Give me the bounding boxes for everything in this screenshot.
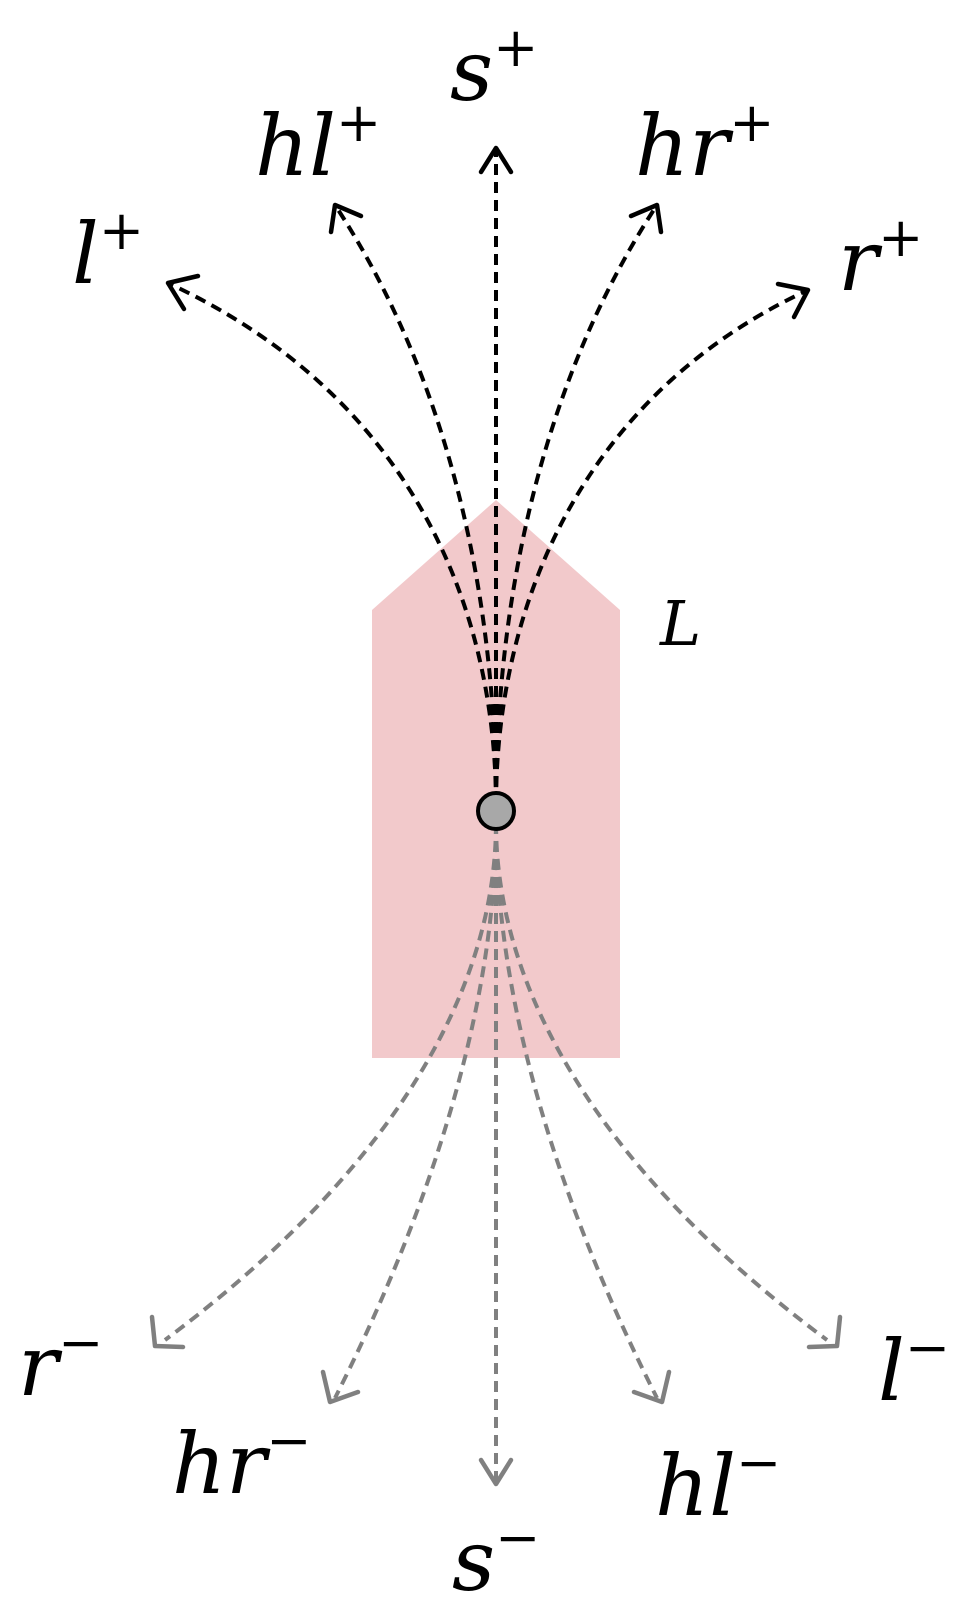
label-r-plus-sign: + [878, 206, 923, 269]
label-hr-plus-base: hr [635, 97, 734, 195]
label-s-plus-base: s [450, 22, 493, 120]
label-s-plus-sign: + [493, 16, 538, 79]
path-l-minus [494, 822, 829, 1342]
label-l-plus-base: l [72, 205, 99, 303]
label-s-minus-sign: − [495, 1506, 540, 1569]
label-hr-minus: hr− [172, 1409, 312, 1513]
label-hr-plus: hr+ [635, 91, 775, 195]
arrowhead-hr-minus [320, 1369, 361, 1405]
label-r-minus-base: r [18, 1317, 63, 1415]
label-r-plus: r+ [838, 206, 923, 310]
arrowhead-s-plus [478, 145, 514, 175]
arrowhead-s-minus [478, 1457, 514, 1487]
path-hl-plus [333, 203, 498, 806]
label-hl-plus: hl+ [255, 91, 381, 195]
label-hl-minus-sign: − [736, 1431, 781, 1494]
label-r-plus-base: r [838, 212, 883, 310]
label-hr-minus-base: hr [172, 1415, 271, 1513]
label-l-minus: l− [878, 1316, 950, 1420]
arrowhead-r-plus [775, 281, 811, 320]
reverse-primitives [149, 822, 843, 1487]
path-r-plus [494, 288, 809, 806]
arrowhead-l-plus [165, 273, 201, 312]
label-l-minus-sign: − [905, 1316, 950, 1379]
arrowhead-l-minus [806, 1314, 843, 1350]
label-hl-plus-sign: + [336, 91, 381, 154]
path-l-plus [167, 281, 498, 806]
label-r-minus: r− [18, 1311, 103, 1415]
label-hl-plus-base: hl [255, 97, 336, 195]
label-hl-minus: hl− [655, 1431, 781, 1535]
label-hl-minus-base: hl [655, 1437, 736, 1535]
vehicle-label: L [659, 587, 701, 660]
label-s-plus: s+ [450, 16, 538, 120]
arrowhead-hl-minus [631, 1369, 672, 1405]
label-hr-plus-sign: + [729, 91, 774, 154]
label-hr-minus-sign: − [266, 1409, 311, 1472]
label-l-minus-base: l [878, 1322, 905, 1420]
arrowhead-r-minus [149, 1314, 186, 1350]
arrowhead-hl-plus [328, 202, 364, 235]
label-s-minus-base: s [452, 1512, 495, 1610]
label-l-plus: l+ [72, 199, 144, 303]
path-r-minus [163, 822, 498, 1342]
label-s-minus: s− [452, 1506, 540, 1610]
path-hr-plus [494, 203, 659, 806]
reference-point [476, 791, 516, 831]
arrowhead-hr-plus [628, 202, 664, 235]
label-r-minus-sign: − [58, 1311, 103, 1374]
forward-primitives [165, 145, 811, 806]
label-l-plus-sign: + [99, 199, 144, 262]
